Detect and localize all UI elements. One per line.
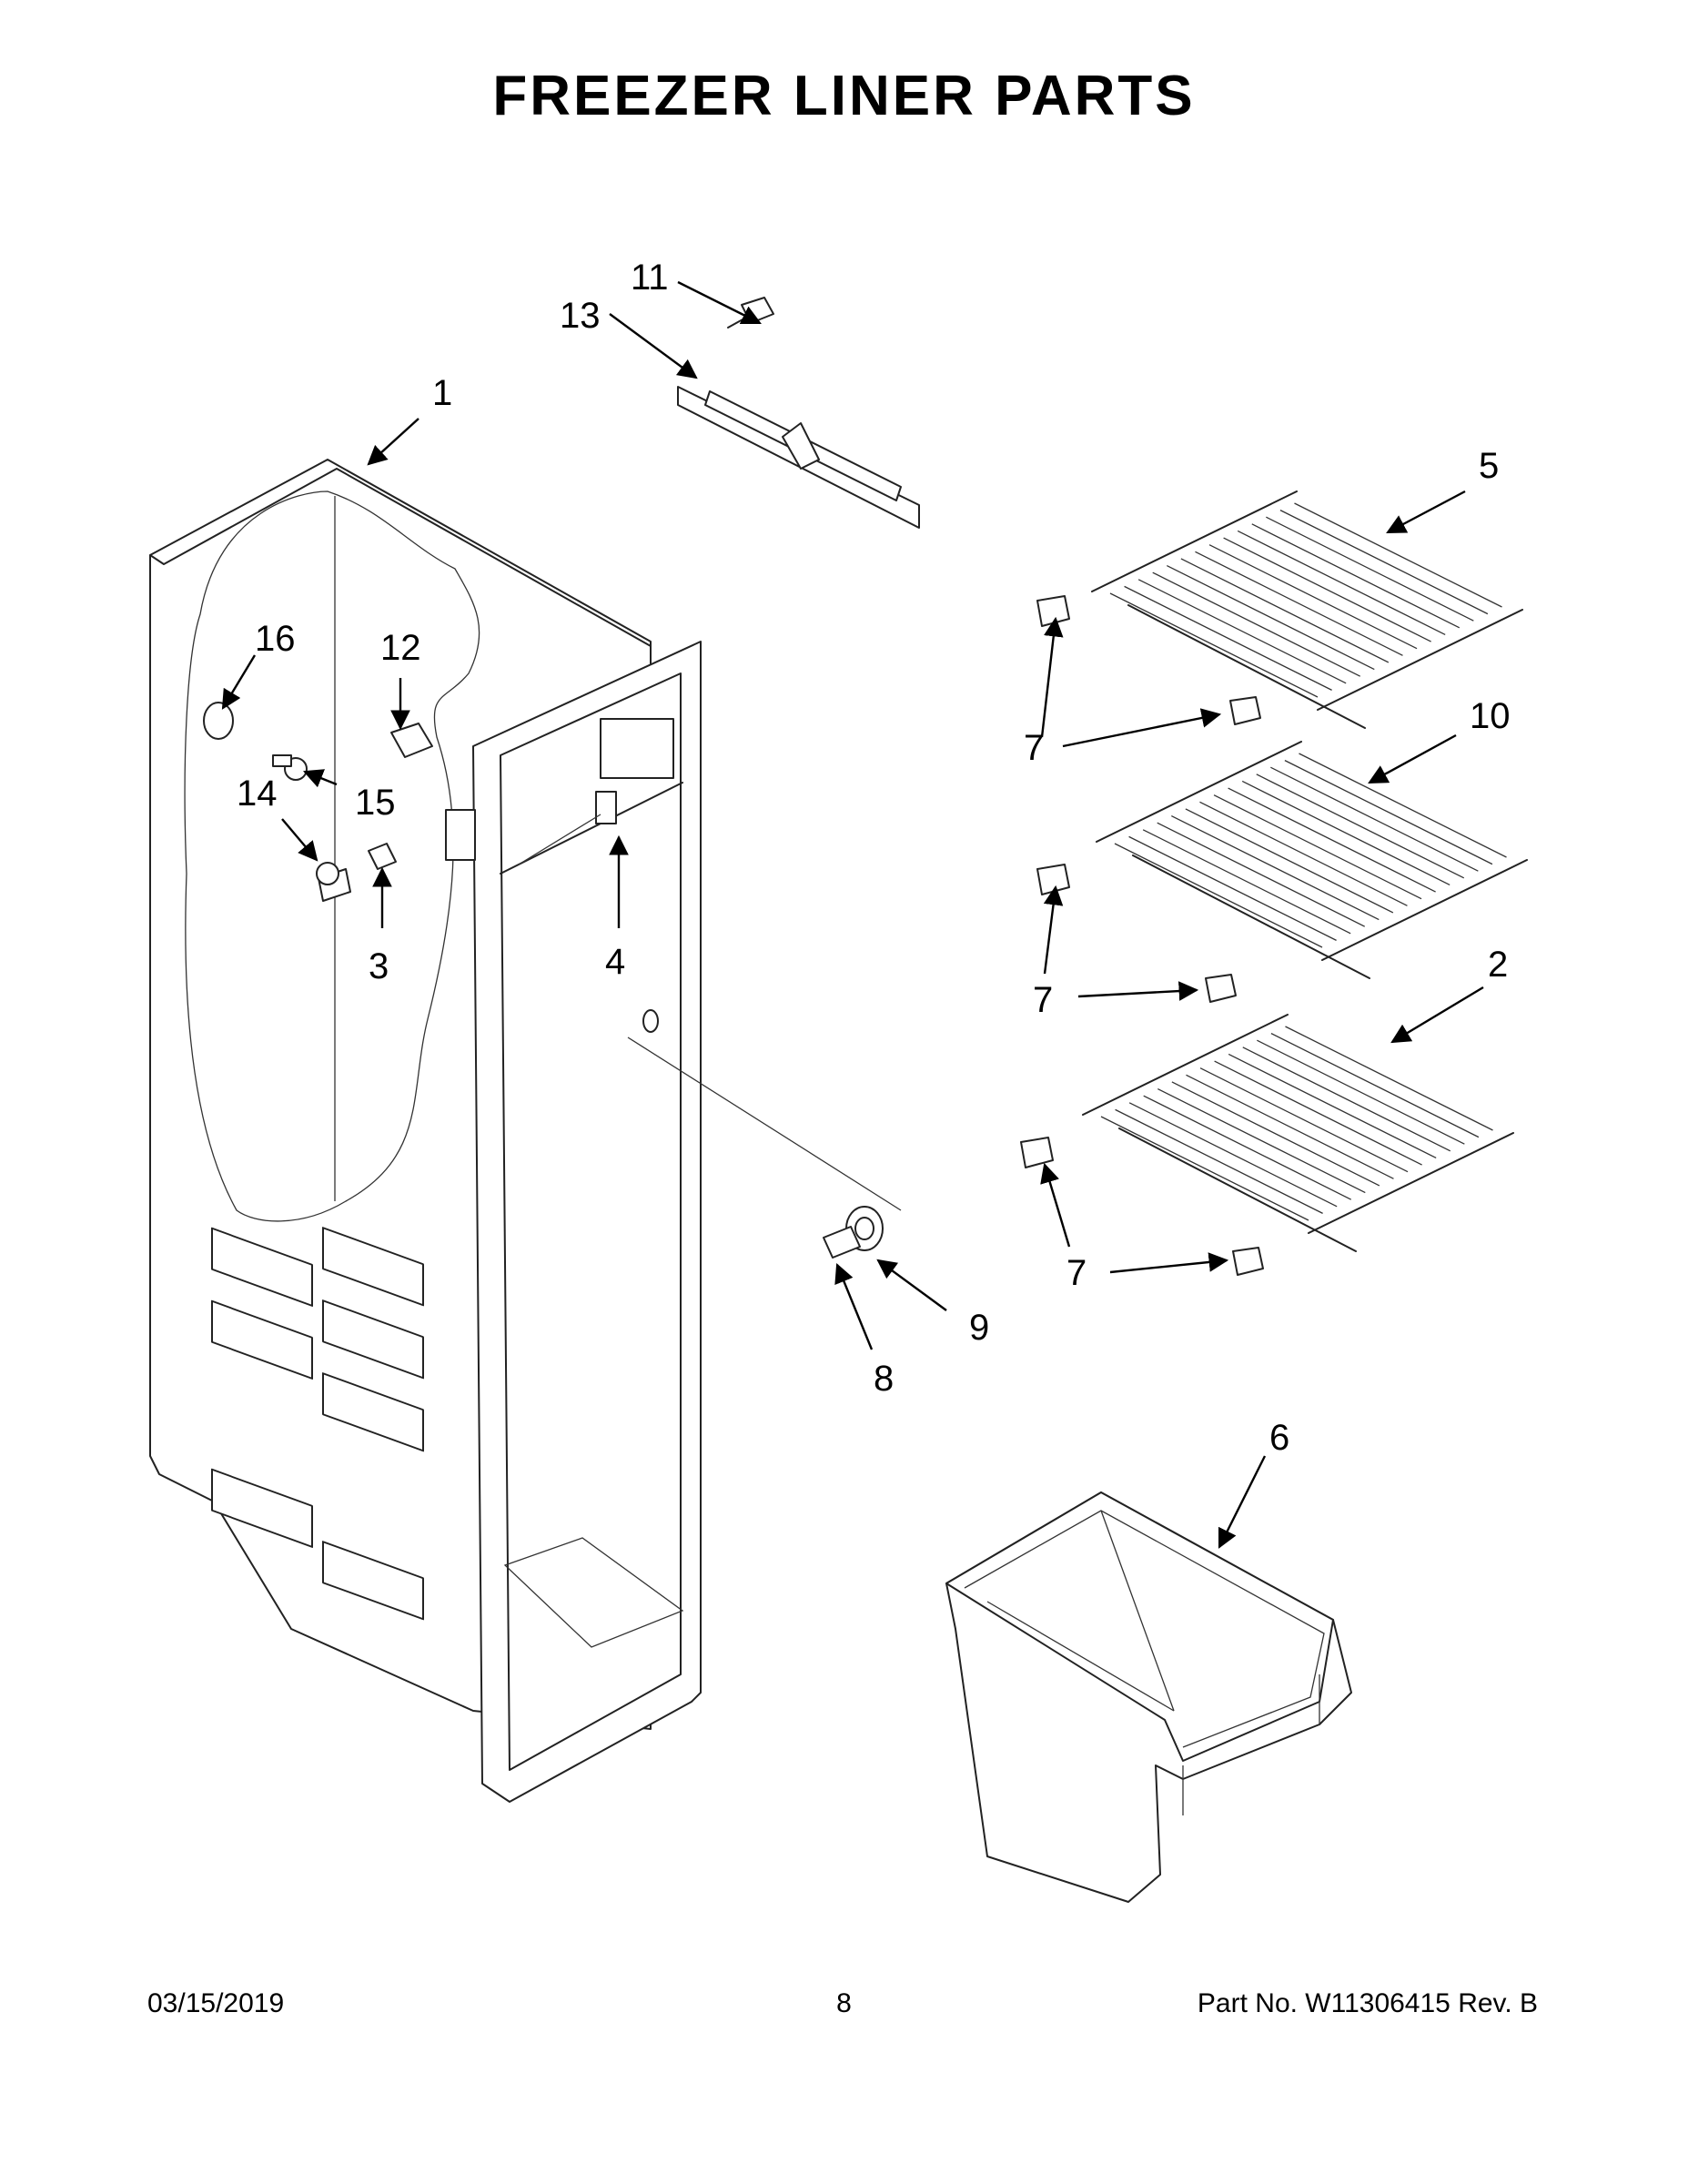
- callout-5: 5: [1479, 446, 1499, 486]
- callout-1: 1: [432, 373, 452, 413]
- callout-10: 10: [1470, 696, 1511, 736]
- callout-3: 3: [369, 946, 389, 986]
- cam-and-washer: [823, 1206, 884, 1259]
- callout-12: 12: [380, 628, 421, 668]
- callout-7a: 7: [1024, 728, 1044, 768]
- wire-shelf: [1096, 741, 1528, 979]
- callout-7c: 7: [1066, 1253, 1087, 1293]
- callout-4: 4: [605, 942, 625, 982]
- footer-date: 03/15/2019: [147, 1988, 285, 2018]
- liner-hardware: [203, 702, 902, 1211]
- callout-14: 14: [237, 774, 278, 814]
- screw: [727, 297, 774, 329]
- freezer-bin: [945, 1491, 1352, 1903]
- wire-shelves: [1082, 490, 1528, 1252]
- callout-9: 9: [969, 1308, 989, 1348]
- callout-13: 13: [560, 296, 601, 336]
- callout-15: 15: [355, 783, 396, 823]
- wire-shelf: [1091, 490, 1523, 729]
- leader-arrows: [221, 280, 1484, 1549]
- callout-8: 8: [874, 1359, 894, 1399]
- footer-part-number: Part No. W11306415 Rev. B: [1197, 1988, 1538, 2018]
- page-title: FREEZER LINER PARTS: [492, 65, 1196, 127]
- callout-2: 2: [1488, 945, 1508, 985]
- callout-labels: 1 2 3 4 5 6 7 7 7 8 9 10 11 12 13 14 15 …: [237, 258, 1511, 1458]
- freezer-liner: [149, 459, 702, 1803]
- wire-shelf: [1082, 1014, 1514, 1252]
- shelf-supports: [1020, 595, 1264, 1276]
- callout-6: 6: [1269, 1418, 1289, 1458]
- callout-16: 16: [255, 619, 296, 659]
- shelf-rail: [677, 386, 920, 529]
- footer-page-number: 8: [836, 1988, 852, 2018]
- callout-11: 11: [631, 258, 669, 298]
- callout-7b: 7: [1033, 980, 1053, 1020]
